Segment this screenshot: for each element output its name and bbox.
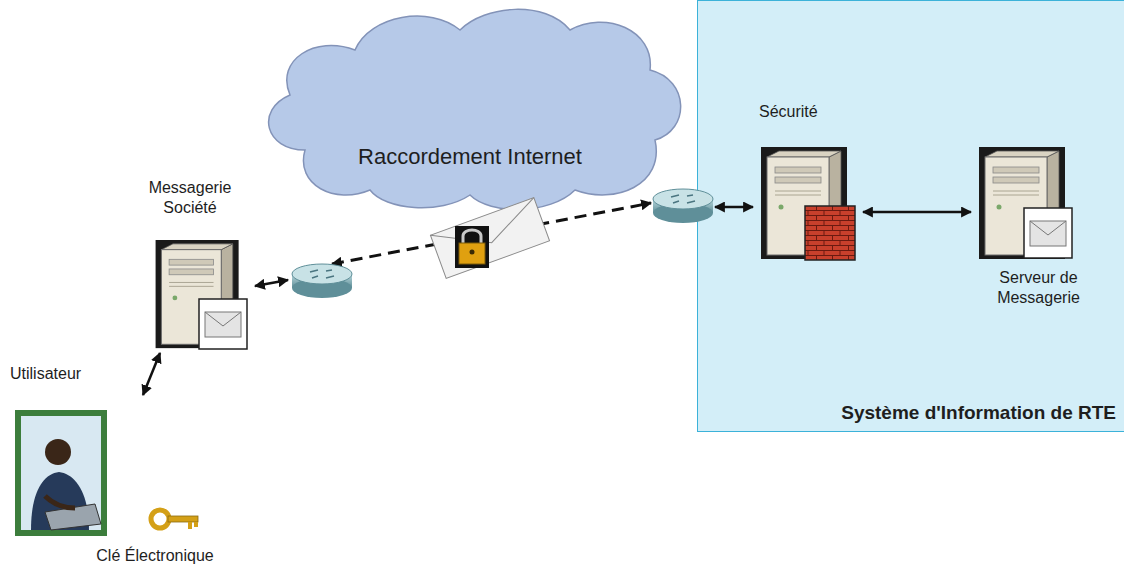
node-label: Utilisateur [10,364,143,384]
connector-line [143,353,160,395]
key-icon [151,510,198,529]
padlock-icon [455,226,489,268]
information-system-region: Système d'Information de RTE SécuritéServ… [697,0,1124,432]
node-label: Serveur de Messagerie [971,268,1106,308]
user-picture [15,410,107,536]
mail-server: Serveur de Messagerie [971,146,1106,328]
server-icon [156,240,247,349]
mail-server: Messagerie Société [125,178,255,353]
connector [143,353,160,395]
node-label: Messagerie Société [129,178,251,218]
connector-line [715,206,753,209]
connector-line [255,280,288,286]
user: Utilisateur [8,362,143,542]
firewall-server-icon [761,147,855,260]
node-label: Sécurité [759,102,863,122]
region-title: Système d'Information de RTE [706,401,1116,425]
connector-line [863,211,971,214]
node-label: Clé Électronique [70,546,240,566]
connector [255,203,753,286]
envelope-icon [430,198,549,279]
router-icon [292,264,352,298]
cloud-shape [245,0,695,212]
router-icon [653,189,713,223]
security-server: Sécurité [753,96,863,268]
electronic-key: Clé Électronique [70,500,240,574]
network-cloud: Raccordement Internet [245,0,695,212]
connector [863,212,971,213]
connector-line [332,203,651,264]
mail-server-icon [979,147,1072,259]
node-label: Raccordement Internet [265,143,675,171]
firewall-symbol [805,206,855,260]
